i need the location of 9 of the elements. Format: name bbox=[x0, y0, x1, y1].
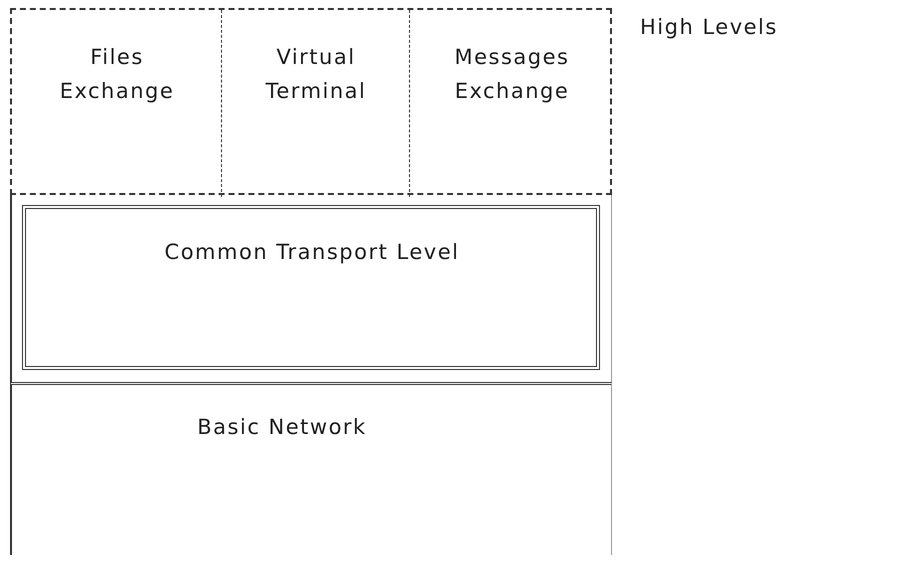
cell-label: Virtual Terminal bbox=[264, 44, 368, 105]
layer-label: Basic Network bbox=[196, 414, 368, 441]
transport-layer-box bbox=[10, 195, 612, 382]
cell-label: Files Exchange bbox=[58, 44, 176, 105]
layer-label: Common Transport Level bbox=[164, 239, 460, 266]
layer-band bbox=[10, 8, 612, 195]
layer-heading: High Levels bbox=[640, 14, 779, 41]
cell-label: Messages Exchange bbox=[454, 44, 570, 105]
network-layer-box bbox=[10, 382, 612, 555]
